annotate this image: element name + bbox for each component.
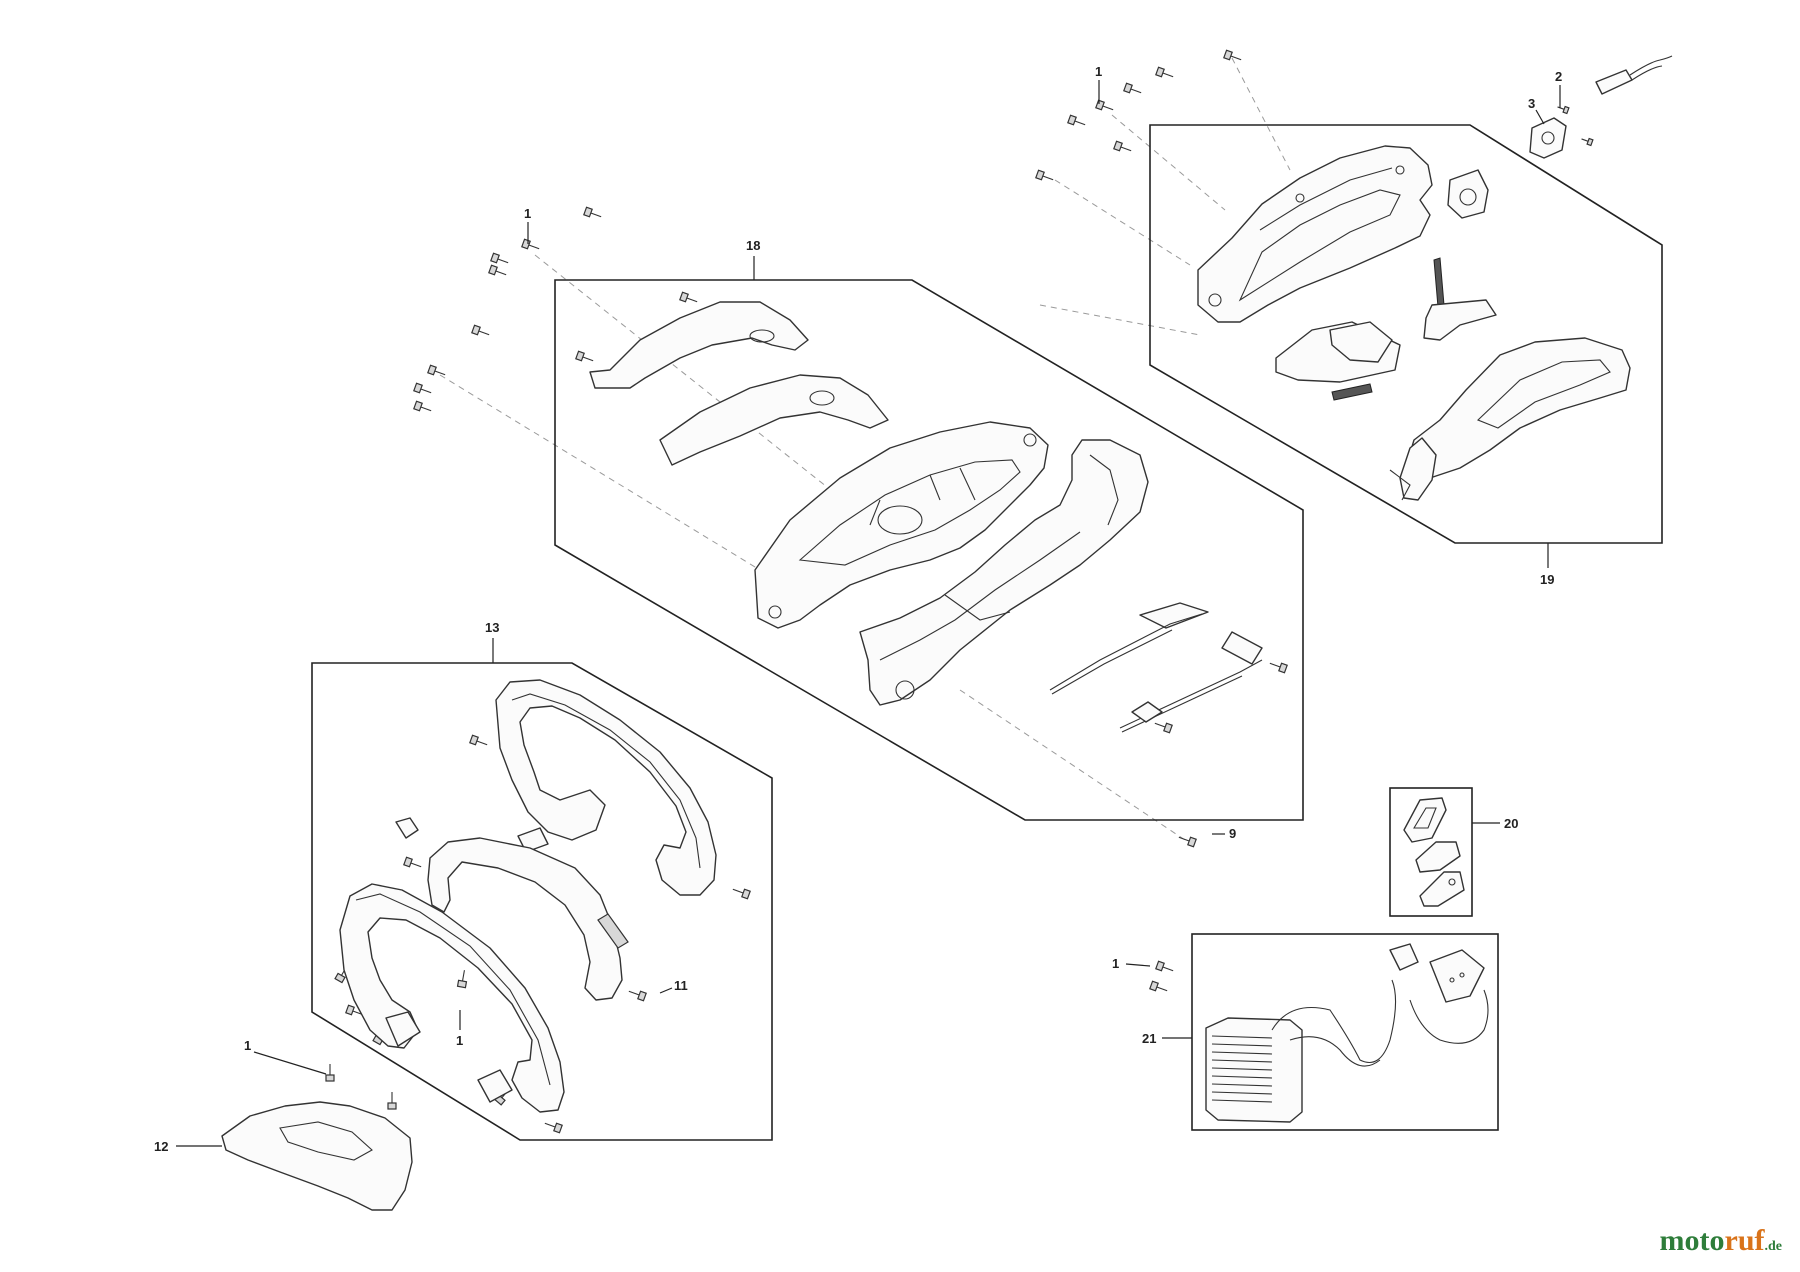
callout-labels: 1 2 3 1 18 19 13 9 20 1 21 11 1 1 12 [154,64,1562,1154]
callout-20: 20 [1504,816,1518,831]
callout-1-handle: 1 [456,1033,463,1048]
screws [325,49,1288,1134]
callout-18: 18 [746,238,760,253]
screw-icon [732,888,751,900]
callout-19: 19 [1540,572,1554,587]
screw-icon [628,990,647,1002]
callout-1-top: 1 [1095,64,1102,79]
screw-icon [1035,169,1054,181]
screw-icon [1581,137,1594,147]
alignment-lines [439,57,1291,841]
callout-1-mid: 1 [524,206,531,221]
screw-icon [469,734,488,746]
part-20-components [1403,797,1465,907]
part-21-components [1205,943,1489,1123]
group-box-21 [1191,933,1499,1131]
screw-icon [1067,114,1086,126]
screw-icon [1113,140,1132,152]
callout-21: 21 [1142,1031,1156,1046]
group-box-13 [311,662,773,1141]
screw-icon [583,206,602,218]
screw-icon [427,364,446,376]
screw-icon [1223,49,1242,61]
group-box-18 [554,279,1304,821]
screw-icon [1149,980,1168,992]
rear-handle-assembly [1197,145,1631,501]
screw-icon [1095,99,1114,111]
screw-icon [325,1064,335,1082]
bottom-guard-12 [221,1101,413,1211]
callout-3: 3 [1528,96,1535,111]
screw-icon [679,291,698,303]
screw-icon [490,252,509,264]
watermark-part3: .de [1764,1239,1783,1254]
screw-icon [1557,105,1570,115]
main-housing-assembly [589,301,1263,733]
switch-assembly [1529,55,1673,159]
leader-lines [176,80,1561,1147]
screw-icon [403,856,422,868]
screw-icon [1155,66,1174,78]
screw-icon [471,324,490,336]
screw-icon [575,350,594,362]
screw-icon [1178,836,1197,848]
screw-icon [521,238,540,250]
screw-icon [387,1092,397,1110]
callout-2: 2 [1555,69,1562,84]
screw-icon [1154,722,1173,734]
watermark-part1: moto [1659,1224,1725,1257]
watermark-part2: ruf [1724,1224,1765,1257]
group-box-19 [1149,124,1663,544]
screw-icon [413,382,432,394]
front-handle-assembly [339,679,717,1113]
screw-icon [456,970,468,989]
screw-icon [1155,960,1174,972]
callout-1-bottom: 1 [244,1038,251,1053]
screw-icon [544,1122,563,1134]
screw-icon [1269,662,1288,674]
screw-icon [1123,82,1142,94]
callout-13: 13 [485,620,499,635]
callout-12: 12 [154,1139,168,1154]
callout-1-right: 1 [1112,956,1119,971]
callout-11: 11 [674,978,688,993]
screw-icon [413,400,432,412]
screw-icon [488,264,507,276]
site-watermark: motoruf.de [1660,1224,1782,1258]
callout-9: 9 [1229,826,1236,841]
group-box-20 [1389,787,1473,917]
